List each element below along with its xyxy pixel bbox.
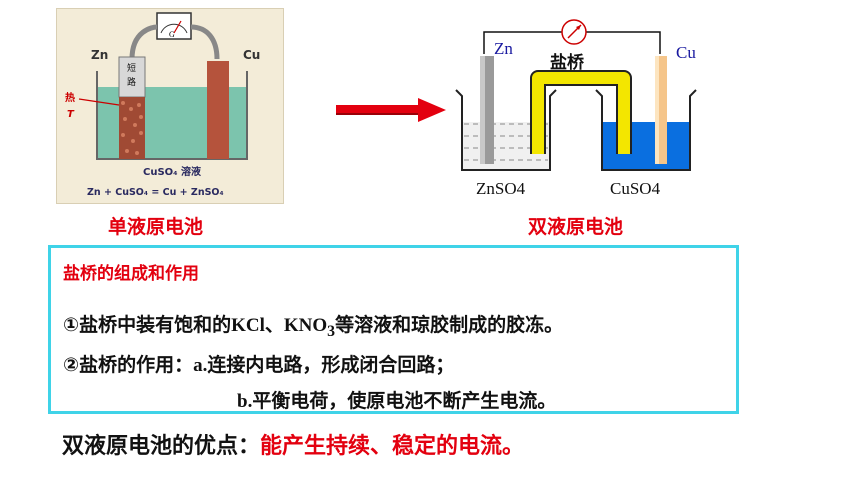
function-heading: ②盐桥的作用： <box>63 354 194 376</box>
t-label: T <box>67 109 75 120</box>
right-arrow-icon <box>336 98 446 122</box>
reaction-equation: Zn + CuSO₄ = Cu + ZnSO₄ <box>87 187 224 198</box>
single-cell-image: G Zn Cu 短 路 热 T CuSO₄ 溶液 Zn + CuSO₄ = Cu… <box>56 8 284 204</box>
znso4-label: ZnSO4 <box>476 179 526 198</box>
short-label-1: 短 <box>127 62 136 74</box>
function-line-b: b.平衡电荷，使原电池不断产生电流。 <box>237 386 556 413</box>
cu-label: Cu <box>676 43 696 62</box>
advantage-text: 能产生持续、稳定的电流。 <box>260 434 525 459</box>
solution-label: CuSO₄ 溶液 <box>143 165 201 178</box>
short-label-2: 路 <box>127 76 136 88</box>
advantage-line: 双液原电池的优点：能产生持续、稳定的电流。 <box>62 428 524 460</box>
composition-line: ①盐桥中装有饱和的KCl、KNO3等溶液和琼胶制成的胶冻。 <box>63 310 563 341</box>
kno3-subscript: 3 <box>327 322 336 340</box>
zn-label: Zn <box>494 39 513 58</box>
kcl-formula: KCl <box>231 315 265 336</box>
separator: 、 <box>264 314 284 336</box>
item-a-text: 连接内电路，形成闭合回路； <box>207 354 455 376</box>
advantage-label: 双液原电池的优点： <box>62 434 261 459</box>
function-line-a: ②盐桥的作用：a.连接内电路，形成闭合回路； <box>63 350 454 377</box>
ammeter-icon <box>561 19 587 45</box>
double-cell-image: Zn Cu 盐桥 ZnSO4 CuSO4 <box>455 19 697 198</box>
composition-text-end: 等溶液和琼胶制成的胶冻。 <box>335 314 564 336</box>
info-box-title: 盐桥的组成和作用 <box>63 264 199 284</box>
single-cell-caption: 单液原电池 <box>108 216 204 238</box>
zn-label: Zn <box>91 48 108 62</box>
salt-bridge-label: 盐桥 <box>550 52 585 73</box>
item-b-text: 平衡电荷，使原电池不断产生电流。 <box>252 390 557 412</box>
cu-label: Cu <box>243 48 260 62</box>
meter-label: G <box>169 30 175 39</box>
heat-label: 热 <box>65 91 75 104</box>
kno3-formula: KNO <box>283 315 328 336</box>
composition-text: ①盐桥中装有饱和的 <box>63 314 232 336</box>
item-a-marker: a. <box>193 355 208 376</box>
cuso4-label: CuSO4 <box>610 179 661 198</box>
double-cell-caption: 双液原电池 <box>528 216 624 238</box>
salt-bridge-info-box: 盐桥的组成和作用 ①盐桥中装有饱和的KCl、KNO3等溶液和琼胶制成的胶冻。 ②… <box>48 245 739 414</box>
item-b-marker: b. <box>237 391 253 412</box>
